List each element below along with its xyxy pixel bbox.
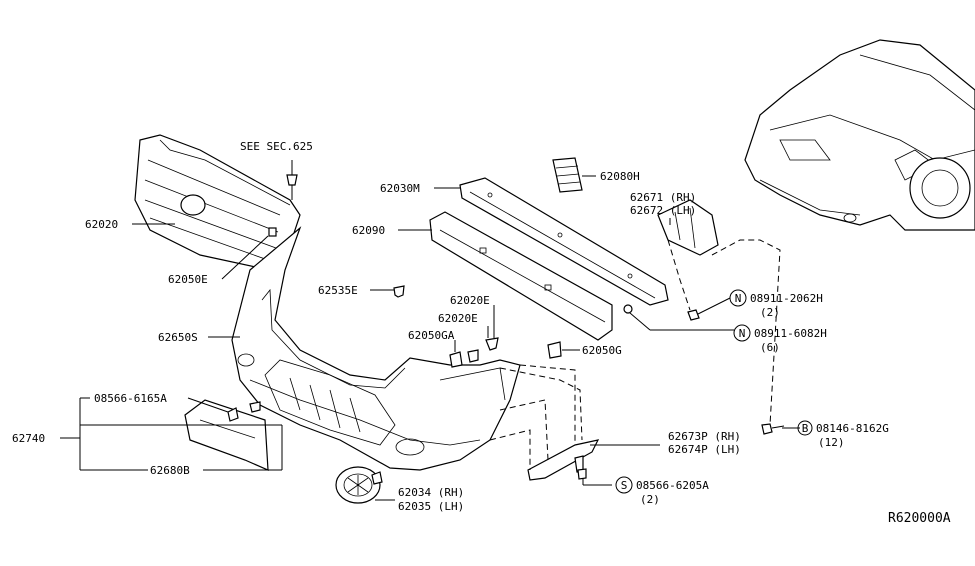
energy-absorber-part (429, 211, 613, 341)
label-62090: 62090 (352, 224, 385, 237)
fog-lamp-part (335, 466, 383, 504)
screw-08566-6205a (577, 468, 587, 480)
label-08146-qty: (12) (818, 436, 845, 449)
nut-08911-6082h (623, 304, 633, 314)
label-62020e: 62020E (450, 294, 490, 307)
label-see-sec: SEE SEC.625 (240, 140, 313, 153)
grille-clip-62050e (268, 227, 277, 237)
label-62672: 62672 (LH) (630, 204, 696, 217)
label-08911-2062h-qty: (2) (760, 306, 780, 319)
nut-08911-2062h (687, 309, 700, 321)
label-62680b: 62680B (150, 464, 190, 477)
circle-mark-n1: N (729, 289, 747, 307)
grille-screw (286, 160, 298, 200)
label-62080h: 62080H (600, 170, 640, 183)
label-62674p: 62674P (LH) (668, 443, 741, 456)
reinforcement-part (459, 177, 669, 306)
diagram-id: R620000A (888, 511, 951, 526)
clip-62050ga (449, 351, 463, 368)
lower-bracket-part (527, 439, 600, 481)
license-bracket-part (184, 399, 269, 471)
label-08146-8162g: 08146-8162G (816, 422, 889, 435)
label-62671: 62671 (RH) (630, 191, 696, 204)
label-62035: 62035 (LH) (398, 500, 464, 513)
label-62050e: 62050E (168, 273, 208, 286)
label-08566-6165a: 08566-6165A (94, 392, 167, 405)
label-62034: 62034 (RH) (398, 486, 464, 499)
label-62020: 62020 (85, 218, 118, 231)
label-08911-6082h: 08911-6082H (754, 327, 827, 340)
circle-mark-b: B (797, 420, 813, 436)
leader-lines (60, 175, 800, 501)
label-62050ga: 62050GA (408, 329, 455, 342)
vehicle-illustration (744, 39, 975, 231)
svg-text:S: S (621, 479, 628, 492)
label-08566-6205a-qty: (2) (640, 493, 660, 506)
label-08911-2062h: 08911-2062H (750, 292, 823, 305)
label-62030m: 62030M (380, 182, 420, 195)
grille-part (134, 134, 301, 269)
svg-text:N: N (739, 327, 746, 340)
label-62650s: 62650S (158, 331, 198, 344)
label-08566-6205a: 08566-6205A (636, 479, 709, 492)
assembly-dashed-lines (489, 239, 781, 470)
svg-text:N: N (735, 292, 742, 305)
label-62740: 62740 (12, 432, 45, 445)
label-62020e-2: 62020E (438, 312, 478, 325)
clip-62050g (547, 341, 562, 359)
bolt-08146 (761, 423, 785, 435)
svg-text:B: B (802, 422, 809, 435)
label-62050g: 62050G (582, 344, 622, 357)
label-62535e: 62535E (318, 284, 358, 297)
stay-62080h-part (552, 157, 583, 193)
clip-62535e (393, 285, 405, 298)
circle-mark-s: S (615, 476, 633, 494)
label-62673p: 62673P (RH) (668, 430, 741, 443)
circle-mark-n2: N (733, 324, 751, 342)
clip-62020e (467, 337, 499, 363)
label-08911-6082h-qty: (6) (760, 341, 780, 354)
